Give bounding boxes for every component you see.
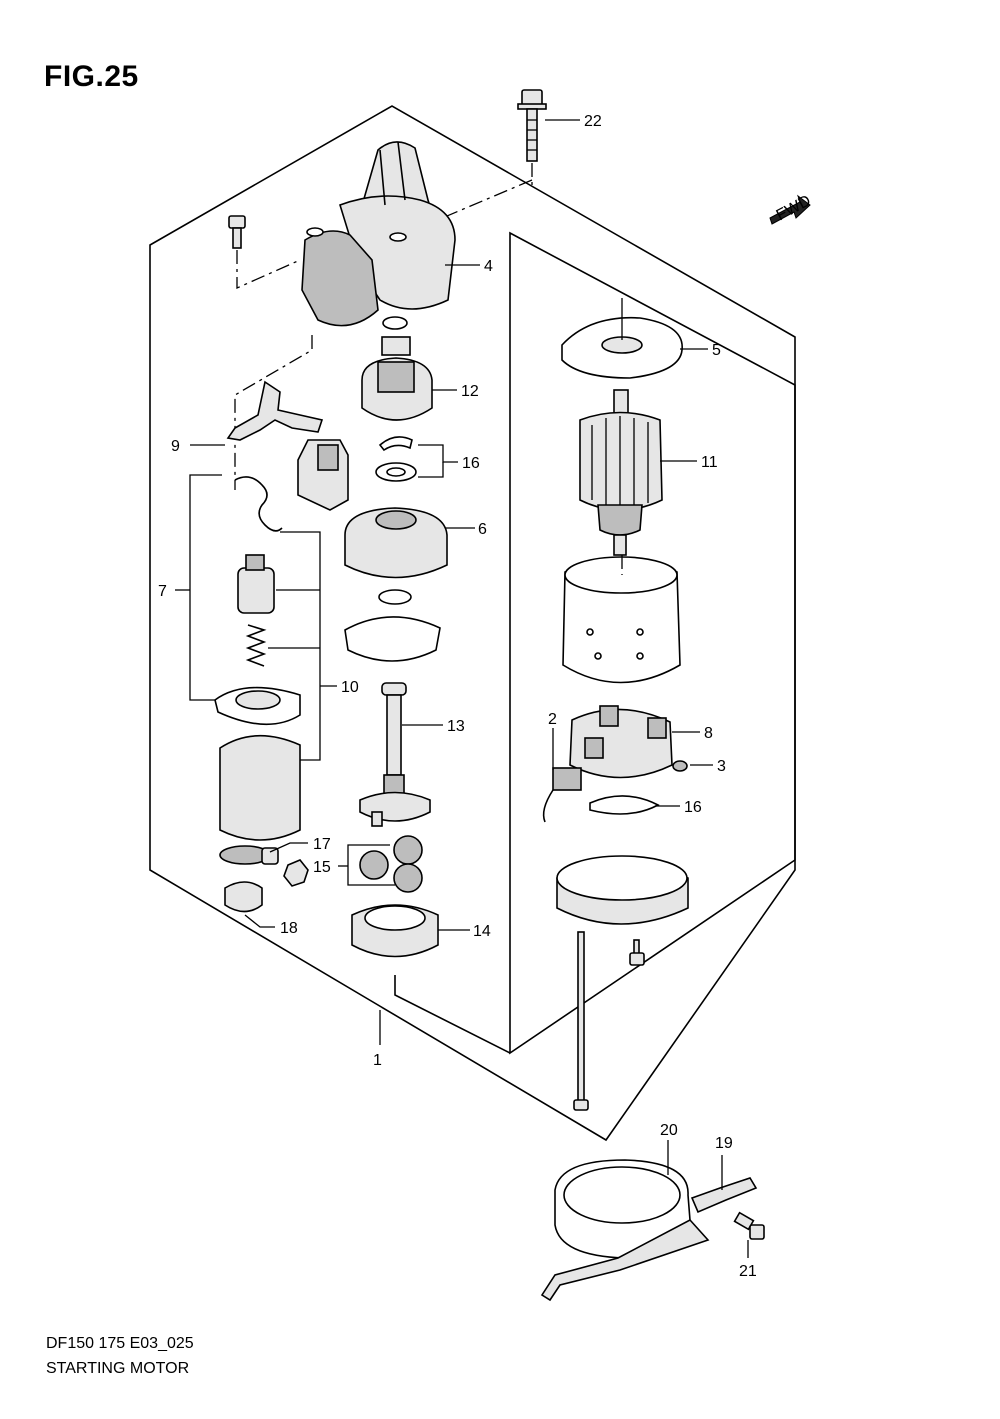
callout-16-lower: 16: [684, 799, 702, 816]
solenoid-gasket-icon: [214, 686, 301, 726]
callout-6: 6: [478, 521, 487, 538]
drive-housing-4-icon: [301, 141, 456, 327]
callout-20: 20: [660, 1122, 678, 1139]
through-bolt-icon: [573, 931, 589, 1111]
return-spring-icon: [245, 624, 267, 667]
bolt-small-icon: [228, 215, 246, 249]
sub-assembly-frame: [509, 231, 796, 1055]
bolt-21-icon: [733, 1211, 765, 1240]
drawing-code: DF150 175 E03_025: [46, 1335, 194, 1352]
callout-11: 11: [701, 454, 718, 471]
callout-12: 12: [461, 383, 479, 400]
callout-18: 18: [280, 920, 298, 937]
fwd-arrow-icon: FWD: [769, 192, 814, 225]
yoke-icon: [562, 556, 681, 684]
callout-7: 7: [158, 583, 167, 600]
callout-1: 1: [373, 1052, 382, 1069]
bracket-band-20-icon: [540, 1159, 710, 1302]
gear-group-frame: [394, 975, 511, 1054]
callout-9: 9: [171, 438, 180, 455]
plunger-icon: [237, 554, 275, 614]
screw-icon: [629, 939, 645, 966]
retainer-ring-icon: [382, 316, 408, 330]
callout-14: 14: [473, 923, 491, 940]
callout-17: 17: [313, 836, 331, 853]
e-clip-16-icon: [375, 436, 417, 482]
callout-21: 21: [739, 1263, 757, 1280]
callout-3: 3: [717, 758, 726, 775]
clamp-18-icon: [224, 881, 263, 913]
pinion-clutch-12-icon: [361, 336, 433, 421]
callout-10: 10: [341, 679, 359, 696]
figure-title: FIG.25: [44, 60, 139, 93]
gear-housing-6-icon: [344, 507, 448, 579]
fwd-label: FWD: [774, 192, 814, 224]
callout-8: 8: [704, 725, 713, 742]
planetary-gears-15-icon: [359, 835, 423, 893]
nut-17-icon: [283, 859, 309, 887]
gasket-ring-icon: [344, 616, 441, 662]
solenoid-contact-icon: [297, 439, 349, 511]
internal-gear-14-icon: [351, 904, 439, 958]
bolt-22-icon: [517, 89, 547, 162]
callout-15: 15: [313, 859, 331, 876]
washer-icon: [378, 589, 412, 605]
callout-16-upper: 16: [462, 455, 480, 472]
callout-19: 19: [715, 1135, 733, 1152]
washer-16-icon: [589, 795, 660, 815]
callout-13: 13: [447, 718, 465, 735]
end-cover-icon: [556, 855, 689, 925]
callout-2: 2: [548, 711, 557, 728]
callout-4: 4: [484, 258, 493, 275]
brush-holder-8-icon: [569, 705, 673, 779]
solenoid-body-icon: [219, 734, 301, 865]
armature-11-icon: [579, 389, 663, 556]
shift-lever-9-icon: [226, 380, 324, 441]
callout-5: 5: [712, 342, 721, 359]
nut-3-icon: [672, 760, 688, 772]
solenoid-spring-wire-icon: [234, 476, 283, 532]
callout-22: 22: [584, 113, 602, 130]
pinion-shaft-13-icon: [359, 682, 431, 827]
drawing-caption: STARTING MOTOR: [46, 1360, 190, 1377]
assembly-frame: [149, 105, 796, 1142]
strap-19-icon: [690, 1177, 758, 1214]
lead-wire-2-icon: [542, 767, 582, 823]
